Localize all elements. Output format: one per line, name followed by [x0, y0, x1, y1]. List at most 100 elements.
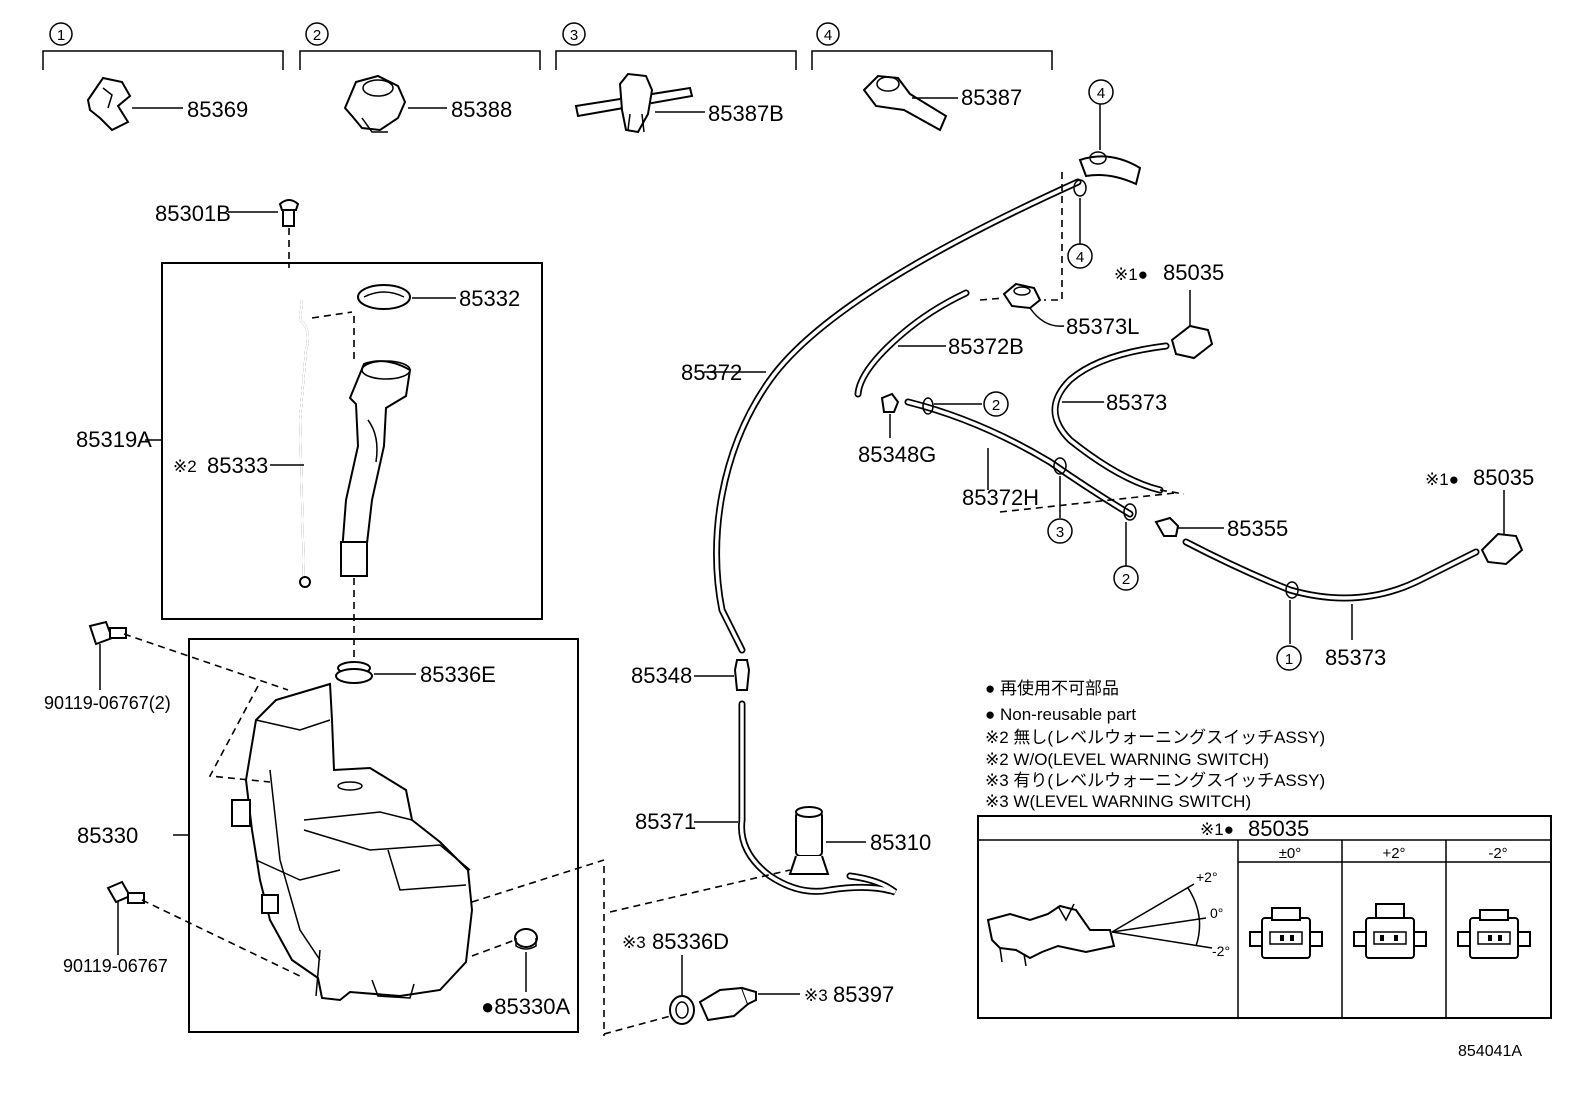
grommet-85336E: [335, 661, 416, 684]
table-title-mark: ※1●: [1200, 820, 1234, 839]
callout-2-a-text: 2: [992, 397, 1000, 414]
callout-1: [1276, 645, 1302, 671]
label-85301B: 85301B: [155, 201, 231, 226]
level-switch-85397: [698, 986, 800, 1022]
check-valve-85355: [1154, 516, 1224, 537]
clip-85388-part: [343, 74, 447, 133]
nozzle-angle-detail: +2° 0° -2°: [986, 869, 1230, 967]
mark-85333: ※2: [173, 457, 197, 476]
callout-1-text: 1: [1285, 651, 1293, 668]
label-90119-06767: 90119-06767: [63, 956, 168, 976]
figure-id: 854041A: [1458, 1043, 1522, 1060]
callout-4-lower: [1067, 243, 1093, 269]
bolt-85301B: [228, 199, 300, 227]
label-85387: 85387: [961, 85, 1022, 110]
note-6: ※3 W(LEVEL WARNING SWITCH): [985, 792, 1251, 811]
inlet-assembly-box: [161, 262, 543, 620]
level-gauge-85333: [270, 299, 353, 588]
note-4: ※2 W/O(LEVEL WARNING SWITCH): [985, 750, 1269, 769]
angle-0: 0°: [1210, 905, 1223, 921]
clip-85369-part: [86, 76, 183, 132]
grommet-85336D: [669, 955, 695, 1025]
note-3: ※2 無し(レベルウォーニングスイッチASSY): [985, 728, 1325, 747]
label-90119-06767-2: 90119-06767(2): [44, 693, 171, 713]
nozzle-85035-right: [1480, 490, 1524, 566]
hose-85372: [713, 178, 1082, 654]
connector-view-0: [1249, 907, 1323, 959]
label-85330: 85330: [77, 823, 138, 848]
angle-minus2: -2°: [1212, 943, 1230, 959]
label-85336D: 85336D: [652, 929, 729, 954]
group-header-3: 3: [555, 22, 797, 70]
label-85310: 85310: [870, 830, 931, 855]
mark-85336D: ※3: [622, 933, 646, 952]
label-85355: 85355: [1227, 516, 1288, 541]
callout-4-lower-text: 4: [1076, 249, 1084, 266]
group-number-3: 3: [570, 27, 578, 44]
label-85035-upper: 85035: [1163, 260, 1224, 285]
label-85397: 85397: [833, 982, 894, 1007]
clip-85373L: [1002, 282, 1065, 327]
group-header-4: 4: [811, 22, 1053, 70]
label-85369: 85369: [187, 97, 248, 122]
label-85373-upper: 85373: [1106, 390, 1167, 415]
label-85336E: 85336E: [420, 662, 496, 687]
note-1: ● 再使用不可部品: [985, 678, 1119, 698]
joint-85348G: [880, 392, 900, 438]
angle-plus2: +2°: [1196, 869, 1218, 885]
mark-85035-right: ※1●: [1425, 470, 1459, 489]
table-col-minus2: -2°: [1488, 845, 1507, 862]
nozzle-85035-upper: [1170, 290, 1214, 360]
label-85373L: 85373L: [1066, 314, 1139, 339]
label-85319A: 85319A: [76, 427, 152, 452]
table-col-0: ±0°: [1279, 845, 1302, 862]
label-85388: 85388: [451, 97, 512, 122]
group-number-4: 4: [824, 27, 832, 44]
hose-85373-lower: [1182, 538, 1480, 602]
label-85333: 85333: [207, 453, 268, 478]
callout-3-text: 3: [1056, 524, 1064, 541]
callout-4-upper-text: 4: [1097, 85, 1105, 102]
grommet-85330A: [514, 928, 538, 992]
label-85371: 85371: [635, 809, 696, 834]
mark-85035-upper: ※1●: [1114, 265, 1148, 284]
detail-table-85035: ※1● 85035 ±0° +2° -2° +2° 0° -2°: [977, 815, 1552, 1019]
filler-neck: [340, 360, 412, 577]
callout-2-b: [1113, 565, 1139, 591]
bolt-90119-lower: [106, 880, 145, 955]
connector-view-minus2: [1457, 909, 1531, 959]
label-85372: 85372: [681, 360, 742, 385]
group-number-2: 2: [313, 27, 321, 44]
callout-3: [1047, 518, 1073, 544]
group-header-1: 1: [42, 22, 284, 70]
hose-end-upper: [1073, 104, 1142, 244]
note-2: ● Non-reusable part: [985, 705, 1136, 724]
callout-4-upper: [1088, 79, 1114, 105]
label-85348: 85348: [631, 663, 692, 688]
label-85387B: 85387B: [708, 101, 784, 126]
label-85330A: ●85330A: [481, 994, 570, 1019]
label-85332: 85332: [459, 286, 520, 311]
connector-view-plus2: [1353, 903, 1427, 959]
clip-85387B-part: [574, 72, 705, 134]
clip-85387-part: [862, 74, 958, 132]
label-85372B: 85372B: [948, 334, 1024, 359]
washer-tank-85330: [231, 682, 474, 1002]
table-col-plus2: +2°: [1382, 845, 1405, 862]
mark-85397: ※3: [804, 986, 828, 1005]
label-85372H: 85372H: [962, 485, 1039, 510]
note-5: ※3 有り(レベルウォーニングスイッチASSY): [985, 771, 1325, 790]
label-85348G: 85348G: [858, 442, 936, 467]
notes-block: ● 再使用不可部品 ● Non-reusable part ※2 無し(レベルウ…: [985, 678, 1325, 811]
label-85373-lower: 85373: [1325, 645, 1386, 670]
cap-85332: [357, 284, 456, 310]
bolt-90119-upper: [88, 620, 127, 690]
joint-85348: [694, 659, 751, 691]
washer-pump-85310: [788, 806, 866, 875]
group-header-2: 2: [299, 22, 541, 70]
label-85035-right: 85035: [1473, 465, 1534, 490]
group-number-1: 1: [57, 27, 65, 44]
callout-2-a: [983, 391, 1009, 417]
callout-2-b-text: 2: [1122, 571, 1130, 588]
